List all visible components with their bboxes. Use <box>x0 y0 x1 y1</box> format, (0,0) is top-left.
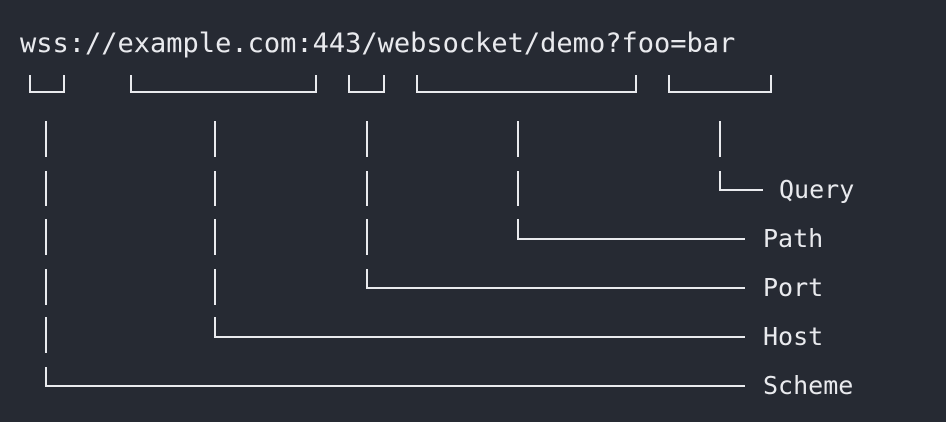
url-text: wss://example.com:443/websocket/demo?foo… <box>20 28 735 59</box>
label-query: Query <box>779 175 854 204</box>
bracket-query <box>668 75 772 93</box>
query-connector <box>719 171 763 191</box>
bracket-scheme <box>29 75 65 93</box>
label-host: Host <box>763 322 823 351</box>
bracket-host <box>130 75 317 93</box>
label-port: Port <box>763 273 823 302</box>
bracket-path <box>416 75 637 93</box>
label-scheme: Scheme <box>763 371 853 400</box>
path-connector <box>517 219 745 240</box>
bracket-port <box>348 75 385 93</box>
host-connector <box>214 317 745 338</box>
scheme-connector <box>45 367 745 387</box>
connector-lines <box>29 75 772 387</box>
port-connector <box>366 269 745 289</box>
label-path: Path <box>763 224 823 253</box>
